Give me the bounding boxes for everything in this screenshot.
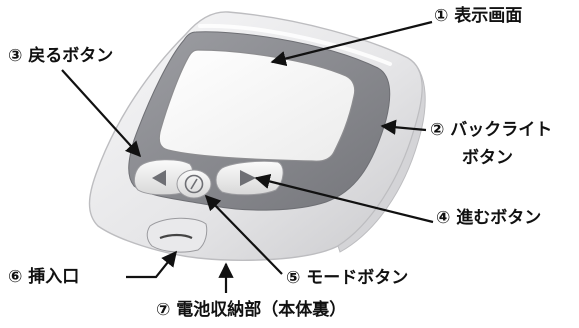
forward-button	[215, 160, 284, 196]
label-insertion-port: ⑥ 挿入口	[8, 267, 80, 287]
label-forward-button: ④ 進むボタン	[436, 208, 542, 228]
leader-back-button	[61, 69, 142, 158]
leader-display-screen	[270, 20, 433, 67]
mode-button	[176, 169, 212, 199]
display-screen	[158, 49, 356, 162]
leader-forward-button	[254, 173, 434, 224]
leader-lines	[61, 20, 434, 293]
leader-backlight-button	[380, 119, 427, 135]
device-side-edge	[337, 57, 426, 253]
label-backlight-button-line1: ② バックライト	[430, 120, 553, 140]
slash-circle-icon	[190, 178, 198, 190]
leader-insertion-port	[126, 250, 177, 279]
triangle-right-icon	[240, 170, 256, 186]
leader-mode-button	[204, 194, 283, 275]
insertion-port	[146, 217, 208, 253]
label-backlight-button-line2: ボタン	[462, 148, 513, 168]
label-mode-button: ⑤ モードボタン	[286, 268, 409, 288]
label-back-button: ③ 戻るボタン	[8, 46, 114, 66]
triangle-left-icon	[152, 170, 166, 186]
device-top-highlight	[198, 23, 392, 66]
label-display-screen: ① 表示画面	[434, 6, 523, 26]
label-battery-compartment: ⑦ 電池収納部（本体裏）	[156, 300, 347, 320]
